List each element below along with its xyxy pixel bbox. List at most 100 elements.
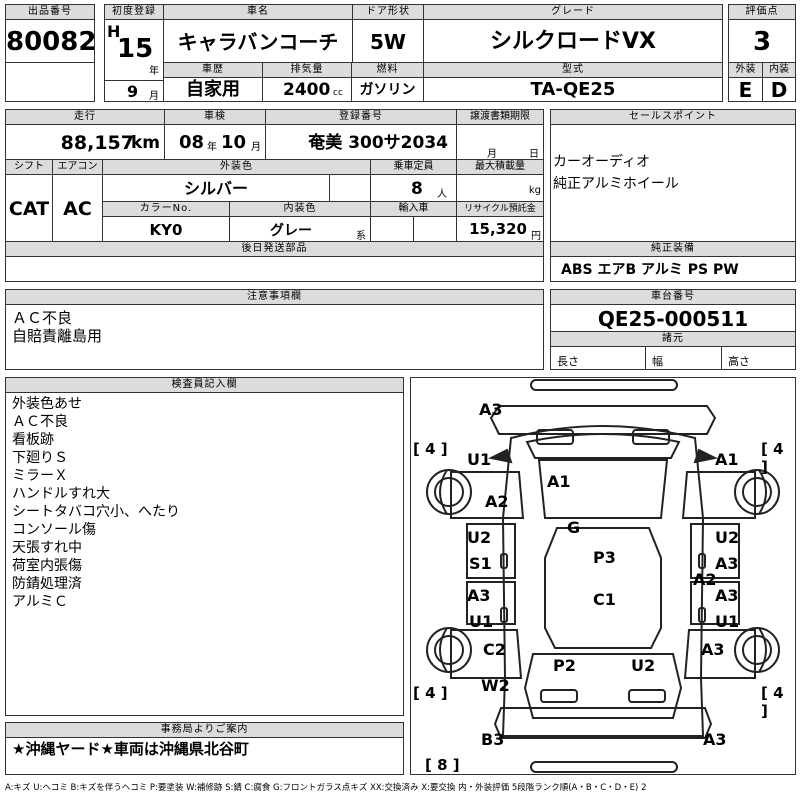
inspector-note: 下廻りＳ — [12, 450, 68, 466]
inspector-notes: 外装色あせ ＡＣ不良 看板跡 下廻りＳ ミラーＸ ハンドルすれ大 シートタバコ穴… — [5, 392, 404, 716]
car-name: キャラバンコーチ — [163, 19, 353, 63]
year-unit: 年 — [149, 66, 159, 77]
shift-label: シフト — [5, 159, 53, 175]
mark-c1: C1 — [593, 590, 616, 609]
fuel-label: 燃料 — [351, 62, 424, 78]
first-reg-label: 初度登録 — [104, 4, 164, 20]
interior-label: 内装 — [762, 62, 796, 78]
era-mark: H — [107, 22, 121, 41]
color-no-label: カラーNo. — [102, 201, 230, 217]
inspector-note: 防錆処理済 — [12, 576, 82, 592]
inspector-note: 外装色あせ — [12, 396, 82, 412]
color-label: 外装色 — [102, 159, 371, 175]
inspection-month: 10 — [221, 132, 247, 153]
capacity-unit: 人 — [437, 189, 447, 200]
score: 3 — [728, 19, 796, 63]
mark-u1-right-low: U1 — [715, 612, 740, 631]
mileage-cell: 88,157 km — [5, 124, 165, 160]
capacity: 8 — [411, 179, 423, 199]
inspector-note: 看板跡 — [12, 432, 54, 448]
mark-p3: P3 — [593, 548, 616, 567]
doors-label: ドア形状 — [352, 4, 424, 20]
mark-u2-left: U2 — [467, 528, 492, 547]
mark-a1-right: A1 — [715, 450, 739, 469]
first-reg-month: 9 — [127, 82, 139, 101]
genuine-equipment: ABS エアB アルミ PS PW — [550, 256, 796, 282]
inspector-note: コンソール傷 — [12, 522, 96, 538]
chassis-number: QE25-000511 — [550, 304, 796, 332]
import-cell-1 — [370, 216, 414, 242]
sales-point-1: カーオーディオ — [553, 154, 651, 170]
mileage: 88,157 — [60, 132, 134, 154]
width-label: 幅 — [652, 355, 663, 368]
mark-g: G — [567, 518, 581, 537]
interior-color-cell: グレー 系 — [229, 216, 371, 242]
transfer-deadline-cell: 月 日 — [456, 124, 544, 160]
capacity-label: 乗車定員 — [370, 159, 457, 175]
specs-label: 諸元 — [550, 331, 796, 347]
month-unit: 月 — [149, 91, 159, 102]
inspector-note: 天張すれ中 — [12, 540, 82, 556]
first-reg-cell: H 15 年 — [104, 19, 164, 81]
mark-a2-left: A2 — [485, 492, 509, 511]
history-label: 車歴 — [163, 62, 263, 78]
lot-number-label: 出品番号 — [5, 4, 95, 20]
office-label: 事務局よりご案内 — [5, 722, 404, 738]
inspection-label: 車検 — [164, 109, 266, 125]
sales-points-label: セールスポイント — [550, 109, 796, 125]
color-no: KY0 — [102, 216, 230, 242]
mark-a3-bottom-right: A3 — [703, 730, 727, 749]
damage-diagram: A3 A1 U1 A1 A2 G U2 U2 S1 P3 A3 A2 A3 C1… — [410, 377, 796, 775]
mark-s1: S1 — [469, 554, 492, 573]
interior-color-label: 内装色 — [229, 201, 371, 217]
model: TA-QE25 — [423, 77, 723, 102]
displacement-cell: 2400 cc — [262, 77, 352, 102]
ac-label: エアコン — [52, 159, 103, 175]
displacement-unit: cc — [333, 88, 343, 98]
mark-b3: B3 — [481, 730, 505, 749]
lot-number: 80082 — [5, 19, 95, 63]
later-parts — [5, 256, 544, 282]
grade: シルクロードVX — [423, 19, 723, 63]
inspection-year-unit: 年 — [207, 142, 217, 153]
car-name-label: 車名 — [163, 4, 353, 20]
mark-a3-top: A3 — [479, 400, 503, 419]
exterior-label: 外装 — [728, 62, 763, 78]
import-label: 輸入車 — [370, 201, 457, 217]
tire-front-left: [ 4 ] — [413, 440, 448, 458]
note-1: ＡＣ不良 — [12, 309, 73, 327]
interior-color-unit: 系 — [356, 231, 366, 242]
shift: CAT — [5, 174, 53, 242]
tire-rear-right: [ 4 ] — [761, 684, 784, 720]
inspection-cell: 08 年 10 月 — [164, 124, 266, 160]
mark-u1-left-low: U1 — [469, 612, 494, 631]
first-reg-year: 15 — [117, 34, 154, 64]
notes: ＡＣ不良 自賠責離島用 — [5, 304, 544, 370]
length-cell: 長さ — [550, 346, 646, 370]
sales-points: カーオーディオ 純正アルミホイール — [550, 124, 796, 242]
length-label: 長さ — [557, 355, 579, 368]
inspector-note: ミラーＸ — [12, 468, 68, 484]
doors: 5W — [352, 19, 424, 63]
mark-u2-rear: U2 — [631, 656, 656, 675]
recycle-unit: 円 — [531, 231, 541, 242]
tire-front-right: [ 4 ] — [761, 440, 784, 476]
plate-label: 登録番号 — [265, 109, 457, 125]
mark-a3-right-rear: A3 — [701, 640, 725, 659]
color: シルバー — [102, 174, 330, 202]
max-load-cell: kg — [456, 174, 544, 202]
tire-spare: [ 8 ] — [425, 756, 460, 774]
interior-grade: D — [762, 77, 796, 102]
interior-color: グレー — [270, 223, 312, 239]
mark-u1-left: U1 — [467, 450, 492, 469]
recycle-cell: 15,320 円 — [456, 216, 544, 242]
sales-point-2: 純正アルミホイール — [553, 176, 679, 192]
transfer-day-unit: 日 — [529, 149, 539, 160]
model-label: 型式 — [423, 62, 723, 78]
capacity-cell: 8 人 — [370, 174, 457, 202]
mark-c2: C2 — [483, 640, 506, 659]
displacement: 2400 — [283, 80, 331, 100]
mark-a3-right-mid: A3 — [715, 554, 739, 573]
height-label: 高さ — [728, 355, 750, 368]
mark-w2: W2 — [481, 676, 510, 695]
